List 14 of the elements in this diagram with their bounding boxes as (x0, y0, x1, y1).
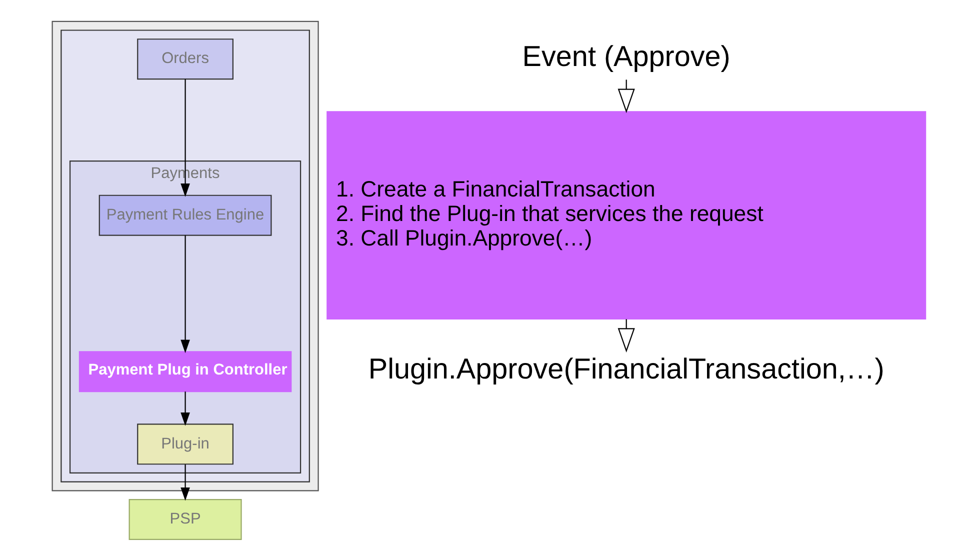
node-box: Plug-in (137, 424, 234, 465)
node-box: Orders (137, 38, 234, 80)
arrow (618, 80, 635, 114)
node-box: PSP (128, 499, 242, 540)
node-box: 1. Create a FinancialTransaction 2. Find the Plug-in that services the request 3. Call Plugin.Approve(…) (326, 111, 926, 320)
arrow (180, 392, 190, 426)
arrow (180, 464, 190, 501)
node-text: Event (Approve) (522, 41, 730, 74)
node-box: Payment Rules Engine (98, 194, 272, 236)
node-box: Payment Plug in Controller (78, 351, 292, 392)
arrow (618, 319, 635, 352)
node-text: Plugin.Approve(FinancialTransaction,…) (368, 354, 884, 386)
arrow (180, 79, 190, 197)
arrow (180, 235, 190, 354)
